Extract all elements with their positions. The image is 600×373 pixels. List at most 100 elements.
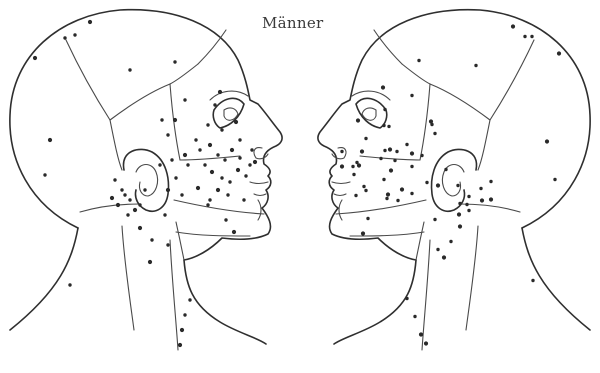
left-dot xyxy=(218,90,222,94)
left-dot xyxy=(203,163,206,166)
right-dot xyxy=(381,85,385,89)
right-dot xyxy=(405,297,408,300)
left-dot xyxy=(186,163,189,166)
left-dot xyxy=(226,193,229,196)
left-dot xyxy=(33,56,37,60)
left-dot xyxy=(43,173,46,176)
left-dot xyxy=(234,120,238,124)
right-dot xyxy=(340,164,344,168)
left-dot xyxy=(180,328,184,332)
right-dot xyxy=(364,189,367,192)
left-line-1 xyxy=(66,40,110,120)
left-dot xyxy=(196,186,200,190)
left-dot xyxy=(244,174,247,177)
left-dot xyxy=(148,260,152,264)
left-dot xyxy=(183,153,187,157)
left-dot xyxy=(166,243,169,246)
right-line-10 xyxy=(416,222,424,260)
left-dot xyxy=(173,60,176,63)
left-dot xyxy=(128,68,131,71)
left-dot xyxy=(48,138,52,142)
right-line-6 xyxy=(420,84,430,160)
right-dot xyxy=(413,315,416,318)
left-dot xyxy=(213,103,216,106)
left-dot xyxy=(113,178,116,181)
right-line-5 xyxy=(374,30,402,64)
right-dot xyxy=(433,218,436,221)
left-dot xyxy=(166,188,170,192)
right-dot xyxy=(356,118,360,122)
left-dot xyxy=(174,176,177,179)
left-dot xyxy=(183,98,186,101)
right-dot xyxy=(410,151,414,155)
left-dot xyxy=(173,118,177,122)
left-dot xyxy=(143,188,146,191)
right-dot xyxy=(442,255,446,259)
right-line-4 xyxy=(402,64,430,84)
right-dot xyxy=(444,168,447,171)
left-dot xyxy=(128,198,131,201)
left-dot xyxy=(73,33,76,36)
left-dot xyxy=(166,133,169,136)
left-dot xyxy=(160,118,163,121)
left-dot xyxy=(230,148,234,152)
left-head-outline xyxy=(10,10,282,260)
right-dot xyxy=(467,209,470,212)
left-head-profile xyxy=(10,10,282,350)
right-dot xyxy=(396,199,399,202)
left-line-5 xyxy=(198,30,226,64)
left-line-10 xyxy=(176,222,184,260)
left-ear xyxy=(123,149,168,211)
right-dot xyxy=(531,279,534,282)
right-dot xyxy=(557,51,561,55)
right-dot xyxy=(457,212,461,216)
left-dot xyxy=(206,123,209,126)
left-dot xyxy=(150,238,153,241)
right-dot xyxy=(361,231,365,235)
left-dot xyxy=(110,196,114,200)
left-dot xyxy=(216,188,220,192)
left-dot xyxy=(208,198,211,201)
right-dot xyxy=(383,149,386,152)
left-dot xyxy=(232,230,236,234)
right-dot xyxy=(449,240,452,243)
left-dot xyxy=(126,213,129,216)
left-dot xyxy=(238,156,241,159)
right-dot xyxy=(393,159,396,162)
right-dot xyxy=(410,165,413,168)
right-dot xyxy=(553,178,556,181)
right-line-13 xyxy=(422,240,430,350)
left-dot xyxy=(138,203,141,206)
right-line-7 xyxy=(360,156,420,160)
right-dot xyxy=(489,180,492,183)
right-dot xyxy=(458,224,462,228)
left-dot xyxy=(208,143,212,147)
right-dot xyxy=(489,197,493,201)
left-dot xyxy=(170,158,173,161)
right-dot xyxy=(410,192,413,195)
right-head-outline xyxy=(318,10,590,260)
left-dot xyxy=(220,128,223,131)
right-dot xyxy=(433,132,436,135)
right-dot xyxy=(352,173,355,176)
right-line-12 xyxy=(466,226,478,330)
right-dot xyxy=(545,139,549,143)
right-dot xyxy=(467,195,470,198)
right-dot xyxy=(395,150,398,153)
right-dot xyxy=(479,187,482,190)
left-ear-inner xyxy=(136,165,158,197)
left-dot xyxy=(250,148,253,151)
left-line-7 xyxy=(180,156,240,160)
right-line-8 xyxy=(336,200,426,214)
left-dot xyxy=(68,283,71,286)
right-dot xyxy=(389,168,393,172)
right-ear xyxy=(432,149,477,211)
right-dot xyxy=(436,248,439,251)
right-dot xyxy=(362,185,365,188)
right-dot xyxy=(424,341,428,345)
left-dot xyxy=(248,163,251,166)
right-dot xyxy=(530,35,533,38)
left-dot xyxy=(188,298,191,301)
right-dot xyxy=(511,24,515,28)
left-dot xyxy=(198,148,201,151)
